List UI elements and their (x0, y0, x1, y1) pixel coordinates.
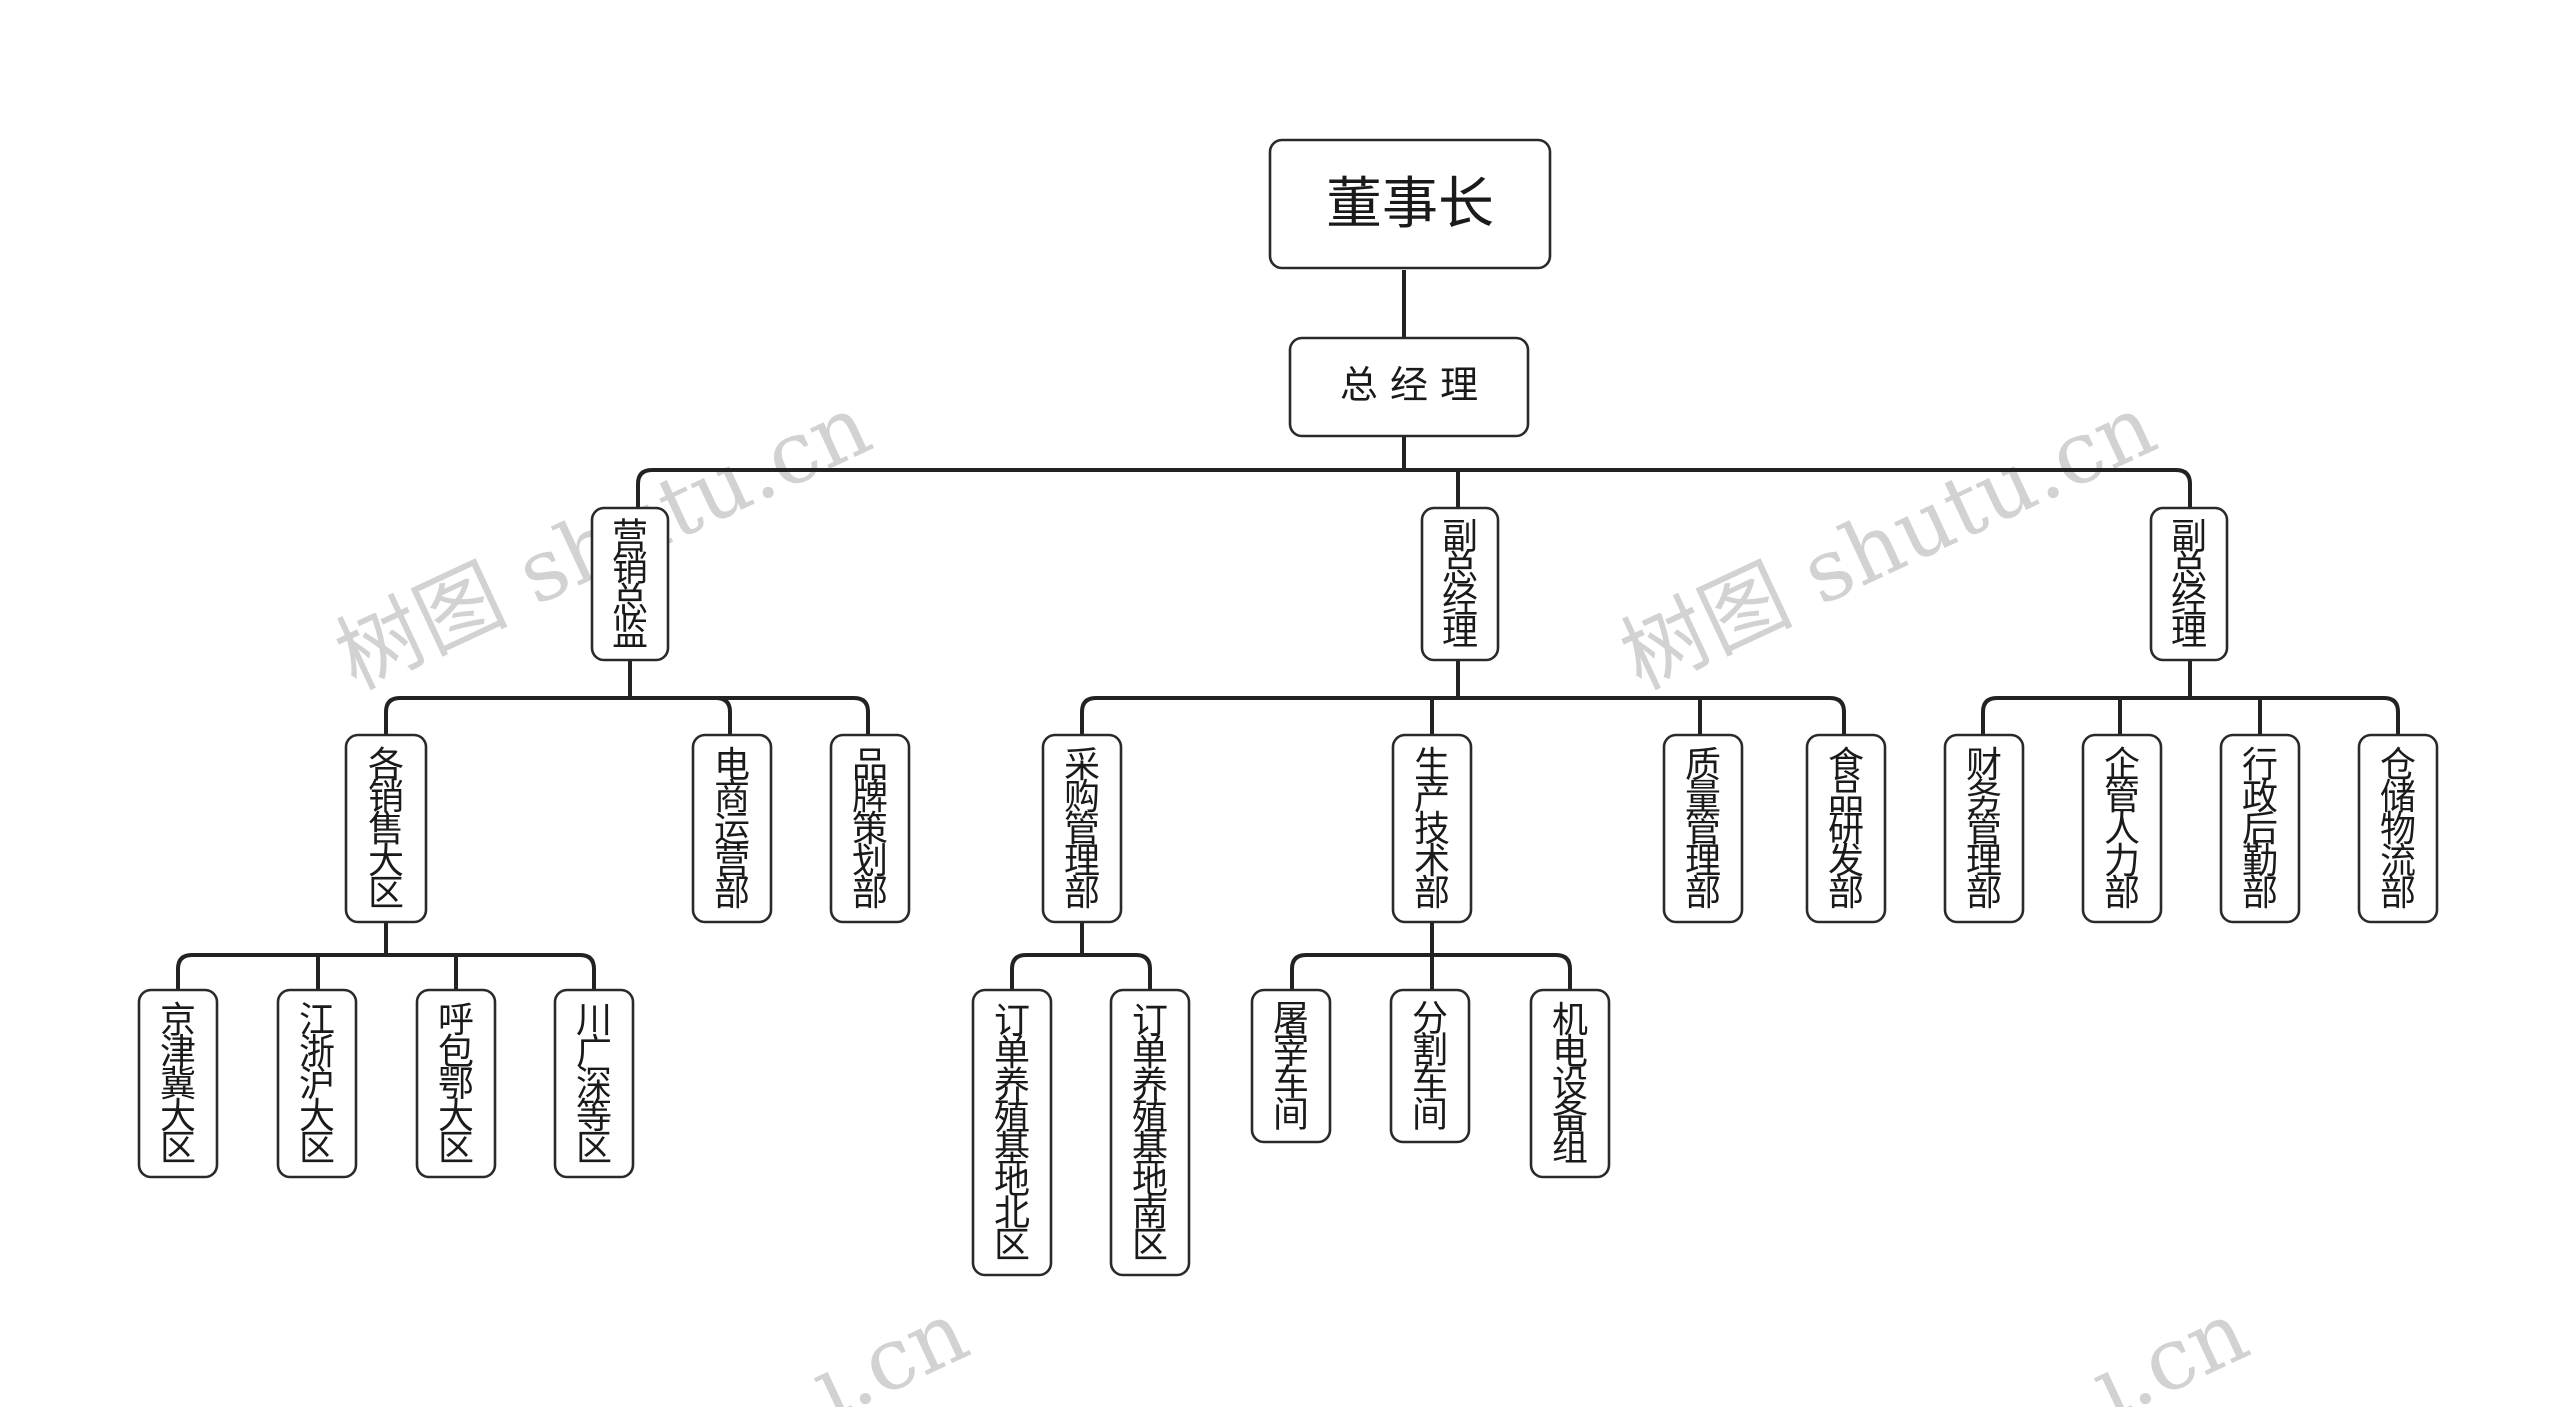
node-label: 质量管理部 (1685, 745, 1721, 914)
node-label: 行政后勤部 (2242, 745, 2278, 914)
node-label: 副总经理 (1442, 517, 1478, 654)
node-label: 副总经理 (2171, 517, 2207, 654)
node-label: 生产技术部 (1414, 745, 1450, 914)
node-food-rd[interactable]: 食品研发部 (1805, 733, 1887, 924)
node-cutting[interactable]: 分割车间 (1389, 988, 1471, 1144)
node-label: 屠宰车间 (1273, 999, 1309, 1136)
connectors (176, 270, 2400, 992)
node-label: 电商运营部 (714, 745, 750, 914)
node-sales-regions[interactable]: 各销售大区 (344, 733, 428, 924)
node-label: 分割车间 (1412, 999, 1448, 1136)
node-label: 采购管理部 (1064, 745, 1100, 914)
node-slaughter[interactable]: 屠宰车间 (1250, 988, 1332, 1144)
watermark-bottom-right: ı.cn (2077, 1281, 2263, 1407)
node-region-hubao[interactable]: 呼包鄂大区 (415, 988, 497, 1179)
node-deputy-gm-1[interactable]: 副总经理 (1420, 506, 1500, 662)
node-region-chuanguang[interactable]: 川广深等区 (553, 988, 635, 1179)
node-region-jingjinji[interactable]: 京津冀大区 (137, 988, 219, 1179)
node-procurement[interactable]: 采购管理部 (1041, 733, 1123, 924)
node-label: 财务管理部 (1966, 745, 2002, 914)
node-region-jiangzhehu[interactable]: 江浙沪大区 (276, 988, 358, 1179)
watermark-right: 树图 shutu.cn (1607, 375, 2170, 709)
node-label: 仓储物流部 (2380, 745, 2416, 914)
node-mechanical[interactable]: 机电设备组 (1529, 988, 1611, 1179)
node-ecommerce-ops[interactable]: 电商运营部 (691, 733, 773, 924)
node-label: 食品研发部 (1828, 745, 1864, 914)
node-ceo[interactable]: 董事长 (1268, 138, 1552, 270)
node-warehouse[interactable]: 仓储物流部 (2357, 733, 2439, 924)
node-label: 川广深等区 (576, 1000, 612, 1169)
node-gm[interactable]: 总 经 理 (1288, 336, 1530, 438)
node-label: 机电设备组 (1552, 1000, 1588, 1169)
node-label: 京津冀大区 (160, 1000, 196, 1169)
node-deputy-gm-2[interactable]: 副总经理 (2149, 506, 2229, 662)
node-label: 总 经 理 (1340, 363, 1478, 407)
node-label: 各销售大区 (368, 745, 404, 914)
node-label: 江浙沪大区 (299, 1000, 335, 1169)
node-farm-south[interactable]: 订单养殖基地南区 (1109, 988, 1191, 1277)
node-hr[interactable]: 企管人力部 (2081, 733, 2163, 924)
node-marketing-director[interactable]: 营销总监 (590, 506, 670, 662)
node-farm-north[interactable]: 订单养殖基地北区 (971, 988, 1053, 1277)
node-label: 董事长 (1326, 172, 1494, 237)
node-brand-planning[interactable]: 品牌策划部 (829, 733, 911, 924)
node-label: 企管人力部 (2104, 745, 2140, 914)
node-label: 订单养殖基地南区 (1132, 1001, 1168, 1266)
node-label: 订单养殖基地北区 (994, 1001, 1030, 1266)
node-finance[interactable]: 财务管理部 (1943, 733, 2025, 924)
node-label: 品牌策划部 (852, 745, 888, 914)
node-quality[interactable]: 质量管理部 (1662, 733, 1744, 924)
node-admin[interactable]: 行政后勤部 (2219, 733, 2301, 924)
node-label: 呼包鄂大区 (438, 1000, 474, 1169)
node-label: 营销总监 (612, 517, 648, 654)
node-production-tech[interactable]: 生产技术部 (1391, 733, 1473, 924)
watermark-bottom-left: ı.cn (797, 1281, 983, 1407)
